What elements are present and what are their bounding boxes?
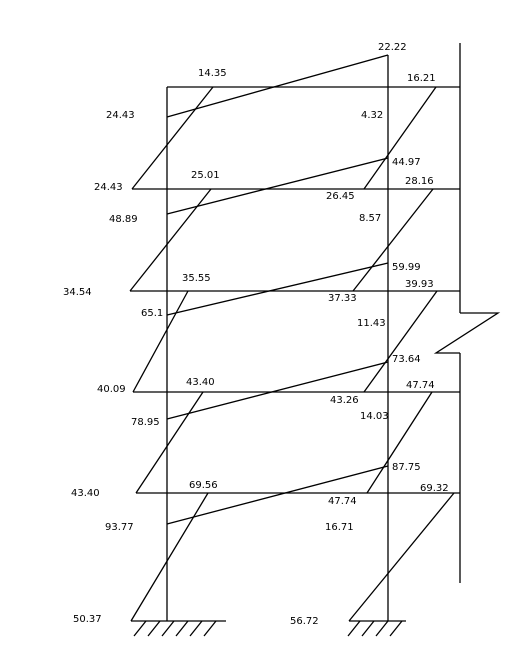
moment-value: 43.40 [71, 488, 100, 499]
moment-line [166, 54, 389, 118]
moment-value: 59.99 [392, 262, 421, 273]
moment-value: 48.89 [109, 214, 138, 225]
moment-value: 35.55 [182, 273, 211, 284]
moment-value: 4.32 [361, 110, 383, 121]
moment-line [135, 391, 204, 494]
frame-structure [130, 43, 501, 622]
moment-value: 16.21 [407, 73, 436, 84]
moment-line [166, 361, 389, 420]
hatch-mark [161, 620, 175, 637]
moment-value: 37.33 [328, 293, 357, 304]
hatch-mark [147, 620, 161, 637]
moment-value: 73.64 [392, 354, 421, 365]
moment-value: 40.09 [97, 384, 126, 395]
hatch-mark [361, 620, 375, 637]
moment-line [129, 188, 212, 292]
hatch-mark [389, 620, 403, 637]
moment-value: 69.32 [420, 483, 449, 494]
moment-value: 24.43 [106, 110, 135, 121]
hatch-mark [133, 620, 147, 637]
hatch-mark [347, 620, 361, 637]
ground-hatching [133, 620, 403, 637]
moment-value: 8.57 [359, 213, 381, 224]
moment-value: 43.40 [186, 377, 215, 388]
moment-labels: 22.22 14.35 16.21 24.43 4.32 44.97 25.01… [63, 42, 449, 627]
moment-value: 47.74 [406, 380, 435, 391]
moment-value: 24.43 [94, 182, 123, 193]
moment-value: 22.22 [378, 42, 407, 53]
moment-value: 50.37 [73, 614, 102, 625]
moment-value: 43.26 [330, 395, 359, 406]
moment-value: 11.43 [357, 318, 386, 329]
moment-value: 26.45 [326, 191, 355, 202]
moment-value: 44.97 [392, 157, 421, 168]
moment-value: 25.01 [191, 170, 220, 181]
hatch-mark [189, 620, 203, 637]
moment-line [130, 492, 209, 622]
moment-value: 69.56 [189, 480, 218, 491]
moment-value: 39.93 [405, 279, 434, 290]
hatch-mark [203, 620, 217, 637]
moment-value: 16.71 [325, 522, 354, 533]
moment-line [131, 86, 214, 190]
moment-value: 87.75 [392, 462, 421, 473]
moment-line [352, 188, 434, 292]
moment-line [166, 262, 389, 316]
hatch-mark [375, 620, 389, 637]
break-symbol [433, 312, 501, 354]
moment-line [363, 290, 438, 393]
moment-line [363, 86, 437, 190]
moment-lines [129, 54, 455, 622]
moment-value: 28.16 [405, 176, 434, 187]
moment-line [132, 290, 189, 393]
moment-value: 65.1 [141, 308, 163, 319]
moment-value: 93.77 [105, 522, 134, 533]
moment-value: 14.03 [360, 411, 389, 422]
moment-line [166, 157, 389, 215]
moment-value: 47.74 [328, 496, 357, 507]
moment-line [348, 492, 455, 622]
moment-value: 78.95 [131, 417, 160, 428]
moment-value: 56.72 [290, 616, 319, 627]
moment-line [366, 391, 433, 494]
moment-line [166, 465, 389, 525]
hatch-mark [175, 620, 189, 637]
moment-value: 34.54 [63, 287, 92, 298]
moment-value: 14.35 [198, 68, 227, 79]
